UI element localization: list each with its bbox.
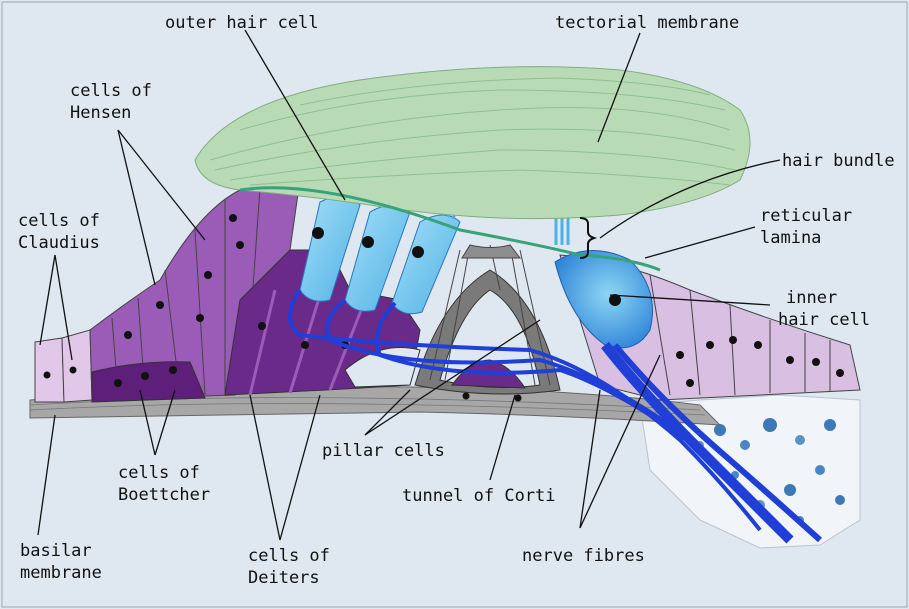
label-hair-bundle: hair bundle	[782, 150, 895, 172]
label-basilar-membrane: basilar membrane	[20, 540, 102, 584]
label-inner-hair-cell: inner hair cell	[778, 287, 870, 331]
label-tunnel-of-corti: tunnel of Corti	[402, 485, 556, 507]
cells-of-boettcher	[92, 362, 205, 402]
label-tectorial-membrane: tectorial membrane	[555, 12, 739, 34]
label-cells-of-deiters: cells of Deiters	[248, 545, 330, 589]
label-cells-of-hensen: cells of Hensen	[70, 80, 152, 124]
label-cells-of-boettcher: cells of Boettcher	[118, 462, 210, 506]
cells-of-claudius	[35, 330, 92, 402]
label-outer-hair-cell: outer hair cell	[165, 12, 319, 34]
label-cells-of-claudius: cells of Claudius	[18, 210, 100, 254]
label-pillar-cells: pillar cells	[322, 440, 445, 462]
label-nerve-fibres: nerve fibres	[522, 545, 645, 567]
label-reticular-lamina: reticular lamina	[760, 205, 852, 249]
